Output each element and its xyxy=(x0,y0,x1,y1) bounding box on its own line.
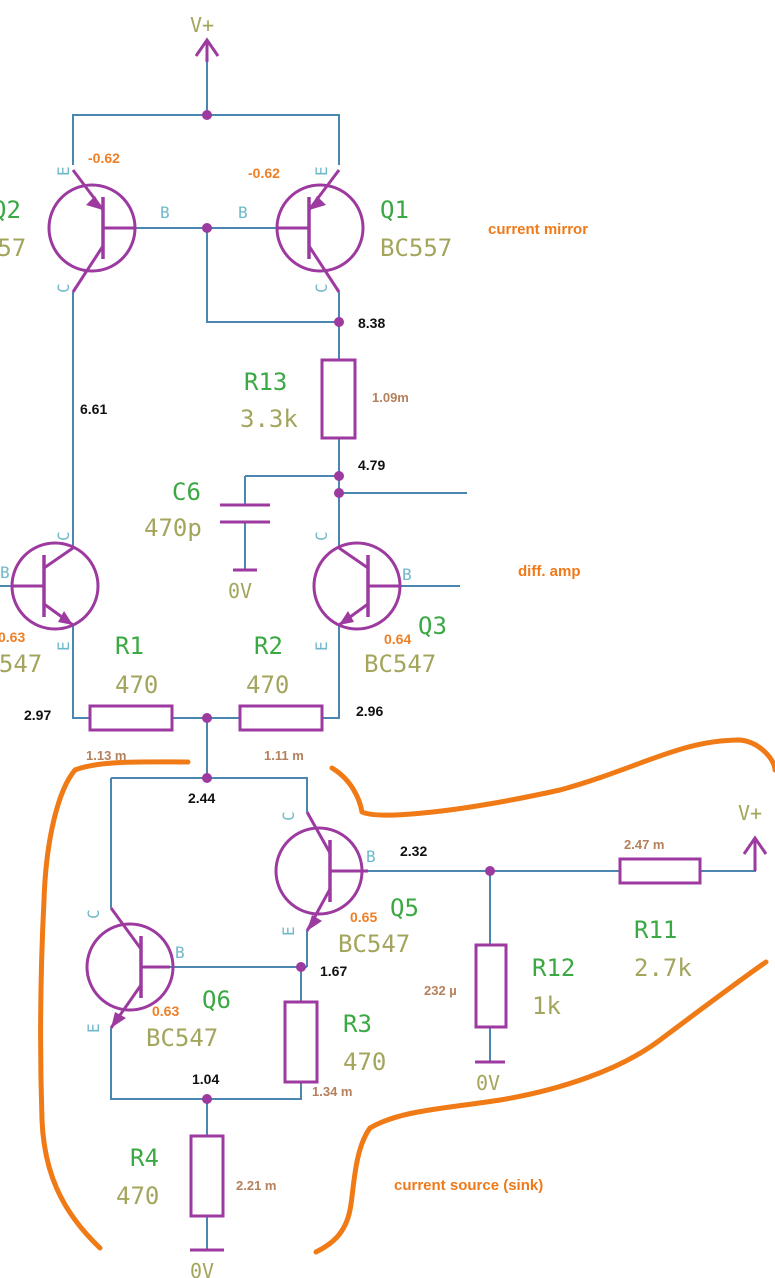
resistor-r2 xyxy=(238,704,324,732)
resistor-r1 xyxy=(88,704,174,732)
r13-ref: R13 xyxy=(244,368,287,396)
vplus-top-label: V+ xyxy=(190,13,214,37)
node-tail: 2.44 xyxy=(188,790,215,806)
r1-ref: R1 xyxy=(115,632,144,660)
q6-ref: Q6 xyxy=(202,986,231,1014)
current-source-outline xyxy=(38,737,775,1255)
node-q3-collector: 4.79 xyxy=(358,457,385,473)
q6-vbe: 0.63 xyxy=(152,1003,179,1019)
q5-ref: Q5 xyxy=(390,894,419,922)
r3-value: 470 xyxy=(343,1048,386,1076)
q5-vbe: 0.65 xyxy=(350,909,377,925)
transistor-q1: E B C xyxy=(238,166,365,293)
q2-ref: Q2 xyxy=(0,196,21,224)
transistor-q3: C B E xyxy=(312,531,412,651)
resistor-r4 xyxy=(189,1134,225,1218)
capacitor-c6 xyxy=(220,503,270,524)
node-q5-base: 2.32 xyxy=(400,843,427,859)
current-mirror-label: current mirror xyxy=(488,221,588,238)
q1-pin-collector: C xyxy=(312,283,331,293)
gnd-r12-label: 0V xyxy=(476,1071,500,1095)
r13-value: 3.3k xyxy=(240,405,298,433)
q3-vbe: 0.64 xyxy=(384,631,411,647)
q4-pin-emitter: E xyxy=(54,641,73,651)
gnd-c6-symbol: 0V xyxy=(228,568,257,603)
r2-current: 1.11 m xyxy=(264,748,304,763)
q6-pin-collector: C xyxy=(84,909,103,919)
q6-pin-emitter: E xyxy=(84,1023,103,1033)
q2-pin-emitter: E xyxy=(54,166,73,176)
gnd-r4-label: 0V xyxy=(190,1259,214,1278)
resistor-r11 xyxy=(618,857,702,885)
vplus-right-symbol: V+ xyxy=(738,801,768,871)
gnd-c6-label: 0V xyxy=(228,579,252,603)
wires xyxy=(0,62,756,1250)
r2-value: 470 xyxy=(246,671,289,699)
r12-current: 232 µ xyxy=(424,983,457,998)
r11-value: 2.7k xyxy=(634,954,692,982)
q5-pin-collector: C xyxy=(279,811,298,821)
gnd-r4-symbol: 0V xyxy=(190,1248,224,1278)
current-source-label: current source (sink) xyxy=(394,1177,543,1194)
q3-pin-collector: C xyxy=(312,531,331,541)
r3-ref: R3 xyxy=(343,1010,372,1038)
vplus-top-symbol: V+ xyxy=(190,13,220,62)
q4-vbe: 0.63 xyxy=(0,629,25,645)
q2-value: BC557 xyxy=(0,234,26,262)
r11-ref: R11 xyxy=(634,916,677,944)
node-q6-base: 1.67 xyxy=(320,963,347,979)
q4-pin-collector: C xyxy=(54,531,73,541)
node-q4-emitter: 2.97 xyxy=(24,707,51,723)
q4-pin-base: B xyxy=(0,563,10,582)
q2-pin-collector: C xyxy=(54,283,73,293)
transistor-q4: C B E xyxy=(0,531,100,651)
transistor-q2: E B C xyxy=(47,166,170,293)
node-q1-collector: 8.38 xyxy=(358,315,385,331)
diff-amp-label: diff. amp xyxy=(518,563,581,580)
r1-current: 1.13 m xyxy=(86,748,126,763)
gnd-r12-symbol: 0V xyxy=(475,1060,505,1095)
r4-value: 470 xyxy=(116,1182,159,1210)
q1-value: BC557 xyxy=(380,234,452,262)
resistor-r3 xyxy=(283,1000,319,1084)
q3-value: BC547 xyxy=(364,650,436,678)
q5-pin-emitter: E xyxy=(279,926,298,936)
r4-ref: R4 xyxy=(130,1144,159,1172)
r12-ref: R12 xyxy=(532,954,575,982)
transistor-q6: C B E xyxy=(84,907,185,1033)
node-bottom: 1.04 xyxy=(192,1071,219,1087)
q5-value: BC547 xyxy=(338,930,410,958)
q1-ref: Q1 xyxy=(380,196,409,224)
q5-pin-base: B xyxy=(366,847,376,866)
q2-vbe: -0.62 xyxy=(88,150,120,166)
node-q3-emitter: 2.96 xyxy=(356,703,383,719)
r12-value: 1k xyxy=(532,992,561,1020)
node-q2-collector: 6.61 xyxy=(80,401,107,417)
transistor-q5: C B E xyxy=(274,811,376,936)
q3-pin-emitter: E xyxy=(312,641,331,651)
resistor-r12 xyxy=(474,943,508,1029)
q6-pin-base: B xyxy=(175,943,185,962)
resistor-r13 xyxy=(320,358,357,440)
q3-pin-base: B xyxy=(402,565,412,584)
r3-current: 1.34 m xyxy=(312,1084,352,1099)
r13-current: 1.09m xyxy=(372,390,409,405)
r1-value: 470 xyxy=(115,671,158,699)
q1-pin-emitter: E xyxy=(312,166,331,176)
q1-vbe: -0.62 xyxy=(248,165,280,181)
q6-value: BC547 xyxy=(146,1024,218,1052)
c6-ref: C6 xyxy=(172,478,201,506)
q1-pin-base: B xyxy=(238,203,248,222)
junctions xyxy=(202,110,495,1104)
q4-value: BC547 xyxy=(0,650,42,678)
r11-current: 2.47 m xyxy=(624,837,664,852)
r4-current: 2.21 m xyxy=(236,1178,276,1193)
r2-ref: R2 xyxy=(254,632,283,660)
c6-value: 470p xyxy=(144,514,202,542)
q2-pin-base: B xyxy=(160,203,170,222)
vplus-right-label: V+ xyxy=(738,801,762,825)
q3-ref: Q3 xyxy=(418,612,447,640)
